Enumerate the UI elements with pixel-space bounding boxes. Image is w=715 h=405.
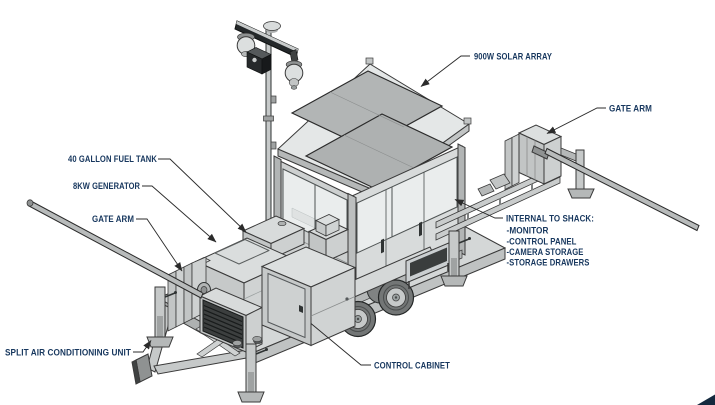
label-internal-to-shack: INTERNAL TO SHACK: -MONITOR -CONTROL PAN… [506, 214, 594, 269]
label-control-cabinet: CONTROL CABINET [374, 361, 450, 372]
roof-mount-tab [463, 117, 472, 125]
ac-louvers [203, 304, 243, 344]
solar-panel-array [290, 70, 454, 190]
jack-crank [255, 349, 267, 355]
label-solar-array: 900W SOLAR ARRAY [474, 52, 552, 63]
roof-mount-tab [365, 57, 374, 65]
arm-hub-center [200, 286, 208, 294]
jack-foot [146, 336, 174, 348]
base-block [477, 183, 495, 197]
operator-foot [567, 188, 595, 199]
internal-item: -STORAGE DRAWERS [507, 258, 590, 269]
mast-collar [263, 115, 274, 122]
mast-bracket [270, 141, 277, 150]
control-cabinet [260, 246, 357, 347]
internal-item: -CAMERA STORAGE [507, 247, 584, 258]
jack-stand-left [146, 286, 177, 348]
crank-knob [174, 291, 177, 294]
leader-gate-arm-left [136, 218, 183, 272]
solar-panel-seam [343, 134, 415, 169]
cabinet-door [267, 272, 306, 339]
dome-camera-right [284, 49, 304, 90]
crank-knob [468, 237, 471, 240]
jack-crank [164, 292, 176, 298]
jack-foot [440, 275, 468, 287]
deck-fittings [232, 336, 263, 348]
fence-rails [435, 164, 561, 241]
label-split-ac: SPLIT AIR CONDITIONING UNIT [5, 348, 131, 359]
label-gate-arm-right: GATE ARM [609, 104, 652, 115]
rail-posts [467, 183, 533, 220]
callouts: 40 GALLON FUEL TANK 8KW GENERATOR GATE A… [5, 52, 652, 372]
entry-step [405, 241, 452, 289]
leader-generator [142, 185, 217, 243]
ac-unit [198, 287, 264, 353]
cabinet-latch [345, 297, 349, 301]
arm-counterweight [531, 145, 550, 160]
camera-lens [252, 57, 257, 63]
gate-arm-bar-right [544, 147, 700, 232]
rail [435, 176, 561, 241]
gate-operator-right [477, 124, 700, 232]
jack-stand-rear [440, 230, 471, 287]
step-tread [410, 247, 447, 277]
operator-plate [511, 133, 520, 187]
label-fuel-tank: 40 GALLON FUEL TANK [68, 154, 157, 165]
operator-plate [175, 266, 185, 328]
leader-fuel-tank [158, 158, 247, 233]
internal-header: INTERNAL TO SHACK: [506, 214, 594, 225]
arm-end-cap [26, 199, 34, 207]
internal-item: -CONTROL PANEL [507, 237, 577, 248]
coupler-cap [131, 359, 141, 385]
camera-mast [234, 20, 304, 259]
jack-inner-tube [248, 372, 254, 394]
camera-housing [246, 47, 272, 75]
cabinet-handle [299, 305, 303, 313]
jack-foot [237, 391, 265, 403]
crank-knob [265, 348, 268, 351]
leader-solar-array [420, 55, 470, 87]
gate-arm-bar-left [26, 199, 208, 299]
leader-gate-arm-right [546, 107, 606, 134]
wheel [377, 279, 415, 316]
base-block [489, 173, 511, 190]
door-handle [381, 238, 384, 254]
solar-panel-seam [329, 91, 405, 128]
step-legs [408, 263, 449, 289]
label-generator: 8KW GENERATOR [73, 181, 140, 192]
door-handle [419, 221, 422, 237]
leader-control-cabinet [310, 323, 371, 366]
fuel-filler-cap [277, 220, 287, 227]
label-gate-arm-left: GATE ARM [92, 214, 134, 225]
internal-item: -MONITOR [507, 226, 549, 237]
corner-wedge [697, 394, 715, 405]
generator-lid-detail [214, 239, 270, 265]
leader-split-ac [133, 340, 152, 353]
jack-inner-tube [157, 316, 163, 341]
jack-crank [458, 238, 470, 244]
ac-grille [202, 299, 244, 349]
jack-stand-front [237, 343, 268, 403]
jack-inner-tube [451, 258, 457, 280]
crossbar-highlight [236, 21, 298, 52]
leader-internal-to-shack [454, 199, 503, 219]
mast-bracket [270, 95, 277, 104]
operator-box-side [543, 135, 562, 185]
crossbar-cap [263, 21, 281, 31]
camera-bracket [289, 49, 299, 63]
